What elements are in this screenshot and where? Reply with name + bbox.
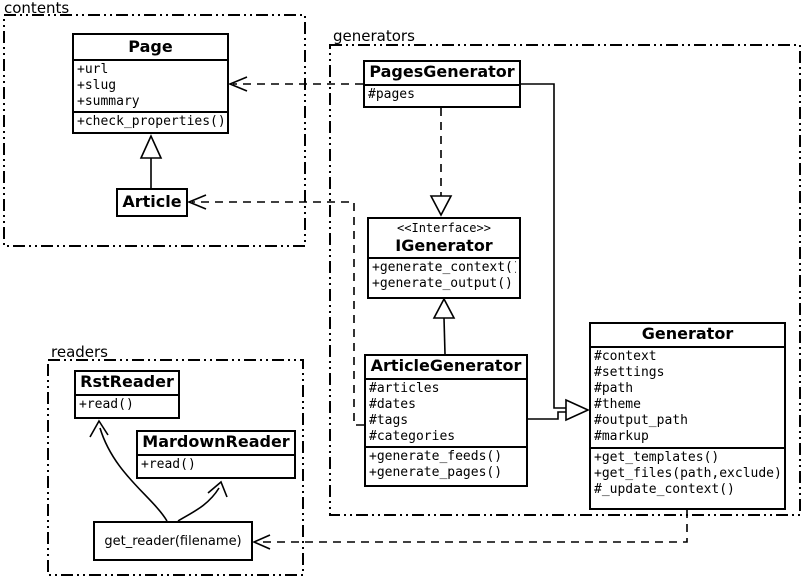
- open-arrowhead: [227, 76, 248, 92]
- edge-article-to-page: [139, 134, 163, 188]
- class-attribute: #path: [594, 381, 634, 396]
- class-attribute: #markup: [594, 429, 649, 444]
- class-attribute: +slug: [77, 78, 117, 93]
- open-arrowhead: [89, 419, 109, 438]
- class-box-generator: Generator #context #settings #path #them…: [589, 322, 786, 510]
- attributes-section: #pages: [365, 84, 519, 104]
- class-title: RstReader: [80, 372, 174, 391]
- class-attribute: #output_path: [594, 413, 688, 428]
- package-border-contents: [3, 14, 306, 247]
- class-title: PagesGenerator: [369, 62, 515, 81]
- class-attribute: #articles: [369, 381, 440, 396]
- class-title: Article: [122, 192, 182, 211]
- attributes-section: #context #settings #path #theme #output_…: [591, 346, 784, 447]
- edge-articlegenerator-to-article: [186, 194, 364, 426]
- class-title: Page: [128, 37, 173, 56]
- class-attribute: #tags: [369, 413, 409, 428]
- class-method: +generate_pages(): [369, 465, 503, 480]
- class-box-page: Page +url +slug +summary +check_properti…: [72, 33, 229, 134]
- package-border-generators: [329, 44, 801, 516]
- edge-getreader-to-rstreader: [89, 419, 168, 522]
- function-box-get-reader: get_reader(filename): [93, 521, 253, 561]
- package-label-readers: readers: [51, 343, 108, 361]
- class-method: +generate_output(): [372, 276, 513, 291]
- class-method: +generate_feeds(): [369, 449, 503, 464]
- class-title: ArticleGenerator: [370, 356, 522, 375]
- class-box-igenerator: <<Interface>> IGenerator +generate_conte…: [367, 217, 521, 299]
- class-box-mardownreader: MardownReader +read(): [136, 430, 296, 479]
- methods-section: +check_properties(): [74, 111, 227, 131]
- class-box-article: Article: [116, 188, 188, 217]
- class-title: MardownReader: [142, 432, 290, 451]
- class-box-rstreader: RstReader +read(): [74, 370, 180, 419]
- class-box-articlegenerator: ArticleGenerator #articles #dates #tags …: [364, 354, 528, 487]
- class-attribute: #context: [594, 349, 657, 364]
- package-label-contents: contents: [4, 0, 70, 17]
- class-attribute: #theme: [594, 397, 641, 412]
- class-method: +get_templates(): [594, 450, 720, 465]
- methods-section: +generate_feeds() +generate_pages(): [366, 446, 526, 482]
- class-method: +generate_context(): [372, 260, 516, 275]
- methods-section: +generate_context() +generate_output(): [369, 257, 519, 293]
- hollow-triangle-arrowhead: [139, 134, 163, 159]
- edge-generator-to-getreader: [252, 510, 688, 550]
- hollow-triangle-arrowhead: [429, 195, 453, 217]
- class-stereotype: <<Interface>>: [397, 221, 491, 235]
- edge-getreader-to-mardownreader: [177, 480, 228, 522]
- class-title: Generator: [641, 324, 734, 343]
- attributes-section: #articles #dates #tags #categories: [366, 378, 526, 446]
- methods-section: +read(): [76, 394, 178, 414]
- class-method: +check_properties(): [77, 114, 224, 129]
- function-label: get_reader(filename): [104, 533, 242, 549]
- class-attribute: +summary: [77, 94, 140, 109]
- open-arrowhead: [207, 480, 228, 498]
- edge-articlegenerator-to-igenerator: [432, 297, 456, 355]
- open-arrowhead: [186, 194, 207, 210]
- methods-section: +get_templates() +get_files(path,exclude…: [591, 447, 784, 499]
- class-method: #_update_context(): [594, 482, 735, 497]
- attributes-section: +url +slug +summary: [74, 59, 227, 111]
- hollow-triangle-arrowhead: [565, 398, 590, 422]
- class-attribute: #settings: [594, 365, 665, 380]
- open-arrowhead: [252, 534, 271, 550]
- hollow-triangle-arrowhead: [432, 297, 456, 319]
- edge-pagesgenerator-to-generator: [520, 83, 566, 409]
- edge-pagesgenerator-to-igenerator: [429, 108, 453, 217]
- class-attribute: #categories: [369, 429, 456, 444]
- class-title: IGenerator: [395, 236, 493, 255]
- class-method: +read(): [141, 457, 196, 472]
- class-method: +get_files(path,exclude): [594, 466, 781, 481]
- class-attribute: #dates: [369, 397, 416, 412]
- methods-section: +read(): [138, 454, 294, 474]
- package-label-generators: generators: [333, 27, 415, 45]
- class-attribute: +url: [77, 62, 109, 77]
- class-method: +read(): [79, 397, 134, 412]
- class-attribute: #pages: [368, 87, 415, 102]
- class-box-pagesgenerator: PagesGenerator #pages: [363, 60, 521, 108]
- package-border-readers: [47, 359, 304, 576]
- edge-articlegenerator-to-generator: [527, 398, 590, 422]
- edge-pagesgenerator-to-page: [227, 76, 363, 92]
